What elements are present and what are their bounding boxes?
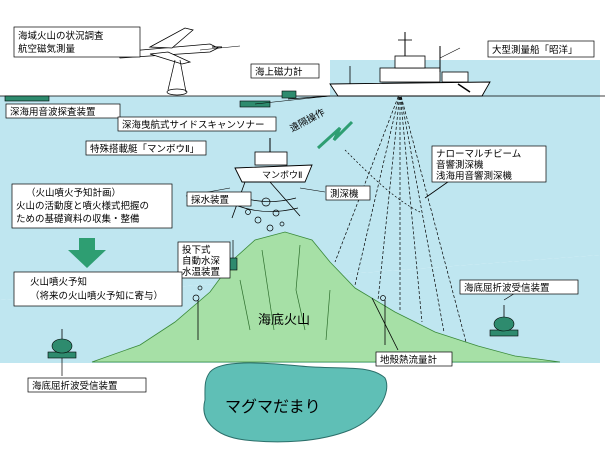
water-sampler-text: 採水装置 (191, 194, 229, 206)
manbou-text: 特殊搭載艇「マンボウⅡ」 (90, 143, 199, 155)
aircraft-survey-line2: 航空磁気測量 (18, 43, 76, 55)
sounder-label: 測深機 (325, 185, 371, 201)
obs-right-label: 海底屈折波受信装置 (459, 279, 579, 295)
heat-flow-leader (371, 297, 399, 351)
bubbles (192, 197, 386, 302)
multibeam-line1: ナローマルチビーム (436, 149, 521, 160)
xbt-line3: 水温装置 (182, 266, 220, 278)
deep-sea-sonar-label: 深海用音波探査装置 (5, 103, 121, 119)
multibeam-line3: 浅海用音響測深機 (436, 170, 513, 182)
heat-flow-text: 地殻熱流量計 (380, 354, 438, 366)
water-sampler-label: 採水装置 (186, 191, 252, 207)
magma-label: マグマだまり (225, 397, 321, 416)
obs-left-label: 海底屈折波受信装置 (27, 377, 147, 393)
aircraft-leader (199, 45, 241, 51)
obs-left-text: 海底屈折波受信装置 (32, 380, 118, 392)
manbou-boat-icon (234, 138, 313, 183)
side-scan-sonar-label: 深海曳航式サイドスキャンソナー (117, 116, 277, 132)
xbt-line2: 自動水深 (182, 255, 221, 267)
submarine-volcano (91, 231, 561, 363)
survey-ship-label: 大型測量船「昭洋」 (487, 40, 595, 58)
magma-chamber (203, 362, 388, 443)
obs-right-device-icon (489, 305, 519, 337)
xbt-line1: 投下式 (182, 244, 211, 256)
surface-magnetometer-device (281, 90, 297, 99)
sounder-leader (299, 187, 326, 193)
side-scan-sonar-text: 深海曳航式サイドスキャンソナー (122, 119, 265, 131)
plan-line2: 火山の活動度と噴火様式把握の (16, 200, 149, 212)
aircraft-survey-label: 海域火山の状況調査 航空磁気測量 (13, 26, 141, 58)
deep-sea-sonar-device (4, 95, 50, 102)
volcano-forecast-label: 火山噴火予知 （将来の火山噴火予知に寄与） (13, 271, 183, 307)
surface-magnetometer-label: 海上磁力計 (250, 63, 320, 79)
remote-control-signal (316, 120, 354, 150)
side-scan-cable (254, 95, 331, 105)
manbou-label: 特殊搭載艇「マンボウⅡ」 (85, 140, 207, 156)
volcano-plan-label: （火山噴火予知計画） 火山の活動度と噴火様式把握の ための基礎資料の収集・整備 (11, 183, 173, 229)
survey-ship-text: 大型測量船「昭洋」 (492, 44, 578, 56)
forecast-line1: 火山噴火予知 (30, 276, 87, 288)
beam-arc (344, 149, 421, 213)
obs-right-text: 海底屈折波受信装置 (464, 282, 550, 294)
multibeam-fan (334, 91, 467, 343)
deep-sea-sonar-text: 深海用音波探査装置 (10, 106, 96, 118)
survey-ship-icon (329, 32, 491, 97)
plan-line1: （火山噴火予知計画） (26, 187, 121, 199)
aircraft-beam (167, 59, 187, 93)
aircraft-survey-line1: 海域火山の状況調査 (18, 30, 104, 42)
down-arrow-icon (68, 238, 106, 268)
multibeam-label: ナローマルチビーム 音響測深機 浅海用音響測深機 (431, 145, 547, 183)
heat-flow-label: 地殻熱流量計 (375, 351, 453, 367)
sounder-text: 測深機 (330, 188, 359, 200)
multibeam-line2: 音響測深機 (436, 159, 484, 171)
ship-leader (439, 47, 461, 59)
xbt-label: 投下式 自動水深 水温装置 (177, 241, 231, 279)
seamount-label: 海底火山 (258, 312, 310, 328)
surface-magnetometer-text: 海上磁力計 (255, 66, 303, 78)
obs-left-device-icon (47, 329, 77, 359)
manbou-hull-label: マンボウⅡ (262, 170, 302, 181)
volcano-conduits (239, 244, 331, 341)
forecast-line2: （将来の火山噴火予知に寄与） (30, 290, 163, 302)
plan-line3: ための基礎資料の収集・整備 (16, 213, 140, 225)
